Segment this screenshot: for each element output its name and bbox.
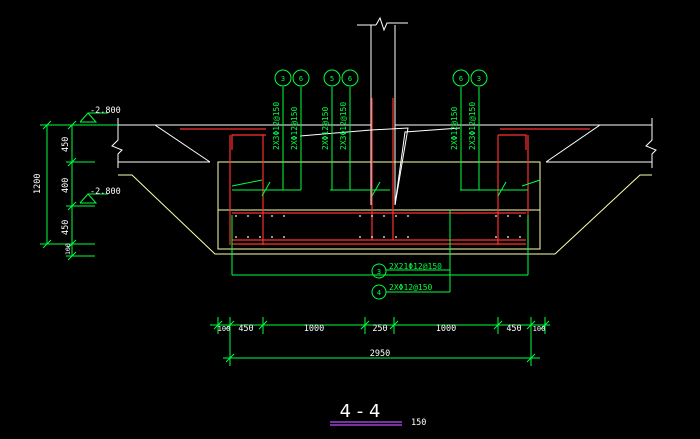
level-marker-top: -2.800 [79, 106, 121, 123]
section-title-text: 4 - 4 [340, 401, 381, 422]
dim-total-width: 2950 [370, 349, 390, 359]
rebar-dot [495, 215, 497, 217]
dim-b6: 450 [506, 324, 521, 334]
svg-text:3: 3 [477, 75, 481, 83]
bottom-dimension-chain [210, 317, 550, 366]
rebar-dot [407, 215, 409, 217]
rebar-dot [395, 215, 397, 217]
rebar-tag-3-right: 2X3Φ12@150 [468, 102, 477, 150]
callout-bubbles-top: 3 6 5 6 6 3 [274, 69, 488, 87]
rebar-tag-6-left: 2XΦ12@150 [290, 106, 299, 150]
column-outline [357, 16, 408, 205]
dim-b1: 100 [218, 325, 231, 333]
rebar-tags-vertical: 2X3Φ12@150 2XΦ12@150 2XΦ12@150 2X3Φ12@15… [272, 102, 477, 150]
dim-lower: 450 [61, 220, 71, 235]
rebar-dot [383, 215, 385, 217]
dim-bottom: 100 [64, 243, 72, 255]
rebar-dot [283, 236, 285, 238]
rebar-dot [395, 236, 397, 238]
rebar-dot [407, 236, 409, 238]
rebar-dot [507, 215, 509, 217]
callout-bubble-6-right: 6 [452, 69, 470, 87]
callout-bubble-6-left: 6 [292, 69, 310, 87]
callout-bubble-3-left: 3 [274, 69, 292, 87]
dim-upper: 450 [61, 137, 71, 152]
callout-bottom-3: 3 2X21Φ12@150 [371, 262, 450, 279]
svg-text:2X21Φ12@150: 2X21Φ12@150 [389, 262, 442, 271]
rebar-dot [259, 236, 261, 238]
foundation-outline [118, 161, 652, 255]
dim-b4: 250 [372, 324, 387, 334]
level-marker-bottom: -2.800 [79, 187, 121, 204]
callout-leaders [231, 87, 541, 292]
left-dimension-text: 1200 450 400 450 100 [33, 137, 72, 255]
rebar-dot [235, 236, 237, 238]
callout-bubble-5: 5 [323, 69, 341, 87]
svg-text:3: 3 [281, 75, 285, 83]
dim-total-height: 1200 [33, 174, 43, 194]
rebar-dot [371, 215, 373, 217]
rebar-dot [371, 236, 373, 238]
svg-text:-2.800: -2.800 [90, 187, 121, 197]
rebar-dot [235, 215, 237, 217]
rebar-dot [383, 236, 385, 238]
dim-b5: 1000 [436, 324, 456, 334]
rebar-tag-5: 2XΦ12@150 [321, 106, 330, 150]
svg-text:6: 6 [348, 75, 352, 83]
svg-text:6: 6 [459, 75, 463, 83]
callout-bubble-6-center: 6 [341, 69, 359, 87]
dim-b7: 100 [533, 325, 546, 333]
column-break [299, 127, 461, 206]
rebar-dot [271, 236, 273, 238]
svg-text:6: 6 [299, 75, 303, 83]
rebar-dot [519, 215, 521, 217]
rebar-dot [507, 236, 509, 238]
section-scale: 150 [411, 418, 426, 428]
callout-bubble-3-right: 3 [470, 69, 488, 87]
rebar-tag-6-right: 2XΦ12@150 [450, 106, 459, 150]
dim-b2: 450 [238, 324, 253, 334]
rebar-dot [259, 215, 261, 217]
rebar-tag-3-left: 2X3Φ12@150 [272, 102, 281, 150]
rebar-dot [359, 215, 361, 217]
rebar-tag-6-center: 2X3Φ12@150 [339, 102, 348, 150]
rebar-dot [271, 215, 273, 217]
svg-text:4: 4 [377, 289, 381, 297]
rebar-dot [283, 215, 285, 217]
rebar-dot [247, 236, 249, 238]
slab-outline [111, 118, 657, 168]
rebar-dots [235, 215, 521, 238]
svg-text:2XΦ12@150: 2XΦ12@150 [389, 283, 433, 292]
left-dimension-chain [40, 120, 118, 261]
bottom-dimension-text: 100 450 1000 250 1000 450 100 2950 [218, 324, 546, 359]
rebar-dot [519, 236, 521, 238]
dim-middle: 400 [61, 178, 71, 193]
rebar-dot [359, 236, 361, 238]
rebar-dot [495, 236, 497, 238]
svg-text:-2.800: -2.800 [90, 106, 121, 116]
dim-b3: 1000 [304, 324, 324, 334]
svg-text:3: 3 [377, 268, 381, 276]
rebar-dot [247, 215, 249, 217]
svg-text:5: 5 [330, 75, 334, 83]
section-title: 4 - 4 150 [330, 401, 426, 428]
callout-bottom-4: 4 2XΦ12@150 [371, 283, 450, 300]
